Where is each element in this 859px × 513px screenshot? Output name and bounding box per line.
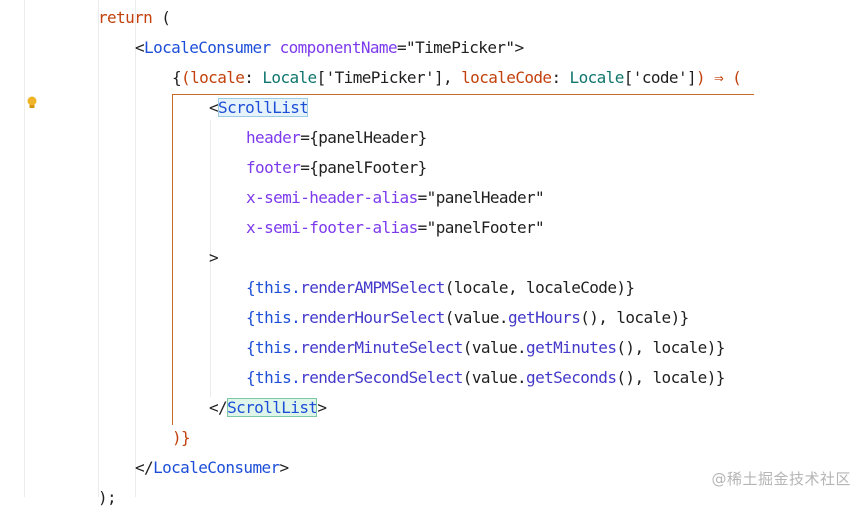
- punct: </: [135, 458, 154, 477]
- watermark: @稀土掘金技术社区: [711, 470, 851, 488]
- method-name: getMinutes: [526, 338, 617, 357]
- method-name: renderSecondSelect: [300, 368, 463, 387]
- code-line[interactable]: {this.renderAMPMSelect(locale, localeCod…: [246, 273, 635, 303]
- code-line[interactable]: );: [98, 483, 117, 513]
- this-keyword: {this.: [246, 338, 301, 357]
- punct: ['TimePicker']: [316, 68, 444, 87]
- keyword: return: [98, 8, 153, 27]
- method-name: renderHourSelect: [300, 308, 445, 327]
- code-line[interactable]: {this.renderHourSelect(value.getHours(),…: [246, 303, 689, 333]
- punct: :: [551, 68, 570, 87]
- punct: (: [152, 8, 171, 27]
- method-name: getSeconds: [526, 368, 617, 387]
- arrow: ⇒ (: [705, 68, 742, 87]
- code-line[interactable]: return (: [98, 3, 171, 33]
- punct: >: [209, 248, 219, 267]
- lightbulb-icon[interactable]: [26, 96, 38, 110]
- indent-guide: [135, 0, 136, 497]
- args: (locale, localeCode)}: [444, 278, 635, 297]
- punct: ['code']: [623, 68, 697, 87]
- args: (value.: [462, 338, 527, 357]
- code-line[interactable]: {(locale: Locale['TimePicker'], localeCo…: [172, 63, 742, 93]
- punct: >: [279, 458, 290, 477]
- punct: ,: [443, 68, 462, 87]
- punct: </: [209, 398, 228, 417]
- type-name: Locale: [569, 68, 625, 87]
- indent-guide: [210, 120, 211, 397]
- method-name: renderAMPMSelect: [300, 278, 445, 297]
- this-keyword: {this.: [246, 278, 301, 297]
- punct: ): [696, 68, 706, 87]
- code-line[interactable]: {this.renderSecondSelect(value.getSecond…: [246, 363, 725, 393]
- attr-name: footer: [246, 158, 301, 177]
- param: locale: [190, 68, 245, 87]
- punct: )}: [172, 428, 191, 447]
- indent-guide: [98, 0, 99, 497]
- code-line[interactable]: <ScrollList: [209, 93, 309, 123]
- code-line[interactable]: x-semi-header-alias="panelHeader": [246, 183, 545, 213]
- code-line[interactable]: footer={panelFooter}: [246, 153, 427, 183]
- punct: <: [135, 38, 145, 57]
- attr-value: ="panelFooter": [417, 218, 545, 237]
- attr-value: ="panelHeader": [417, 188, 545, 207]
- tag-name-highlighted: ScrollList: [227, 398, 318, 417]
- scope-highlight: [172, 94, 754, 425]
- punct: );: [98, 488, 117, 507]
- code-line[interactable]: x-semi-footer-alias="panelFooter": [246, 213, 545, 243]
- this-keyword: {this.: [246, 368, 301, 387]
- tag-name: LocaleConsumer: [144, 38, 271, 57]
- punct: =: [397, 38, 407, 57]
- string: "TimePicker": [406, 38, 515, 57]
- attr-value: ={panelHeader}: [300, 128, 427, 147]
- args: (value.: [462, 368, 527, 387]
- code-line[interactable]: >: [209, 243, 219, 273]
- args: (value.: [444, 308, 509, 327]
- code-line[interactable]: <LocaleConsumer componentName="TimePicke…: [135, 33, 524, 63]
- attr-name: x-semi-footer-alias: [246, 218, 418, 237]
- args: (), locale)}: [616, 338, 725, 357]
- param: localeCode: [461, 68, 552, 87]
- code-line[interactable]: header={panelHeader}: [246, 123, 427, 153]
- code-line[interactable]: {this.renderMinuteSelect(value.getMinute…: [246, 333, 725, 363]
- punct: >: [317, 398, 327, 417]
- attr-value: ={panelFooter}: [300, 158, 427, 177]
- tag-name: LocaleConsumer: [153, 458, 280, 477]
- args: (), locale)}: [616, 368, 725, 387]
- code-line[interactable]: </LocaleConsumer>: [135, 453, 289, 483]
- punct: (: [181, 68, 191, 87]
- gutter-divider: [24, 0, 25, 497]
- punct: :: [244, 68, 263, 87]
- method-name: renderMinuteSelect: [300, 338, 463, 357]
- type-name: Locale: [262, 68, 317, 87]
- attr-name: header: [246, 128, 301, 147]
- method-name: getHours: [507, 308, 581, 327]
- punct: {: [172, 68, 182, 87]
- punct: <: [209, 98, 219, 117]
- args: (), locale)}: [580, 308, 689, 327]
- tag-name-highlighted: ScrollList: [218, 98, 309, 117]
- this-keyword: {this.: [246, 308, 301, 327]
- punct: >: [514, 38, 524, 57]
- code-line[interactable]: </ScrollList>: [209, 393, 327, 423]
- code-line[interactable]: )}: [172, 423, 191, 453]
- attr-name: x-semi-header-alias: [246, 188, 418, 207]
- attr-name: componentName: [279, 38, 398, 57]
